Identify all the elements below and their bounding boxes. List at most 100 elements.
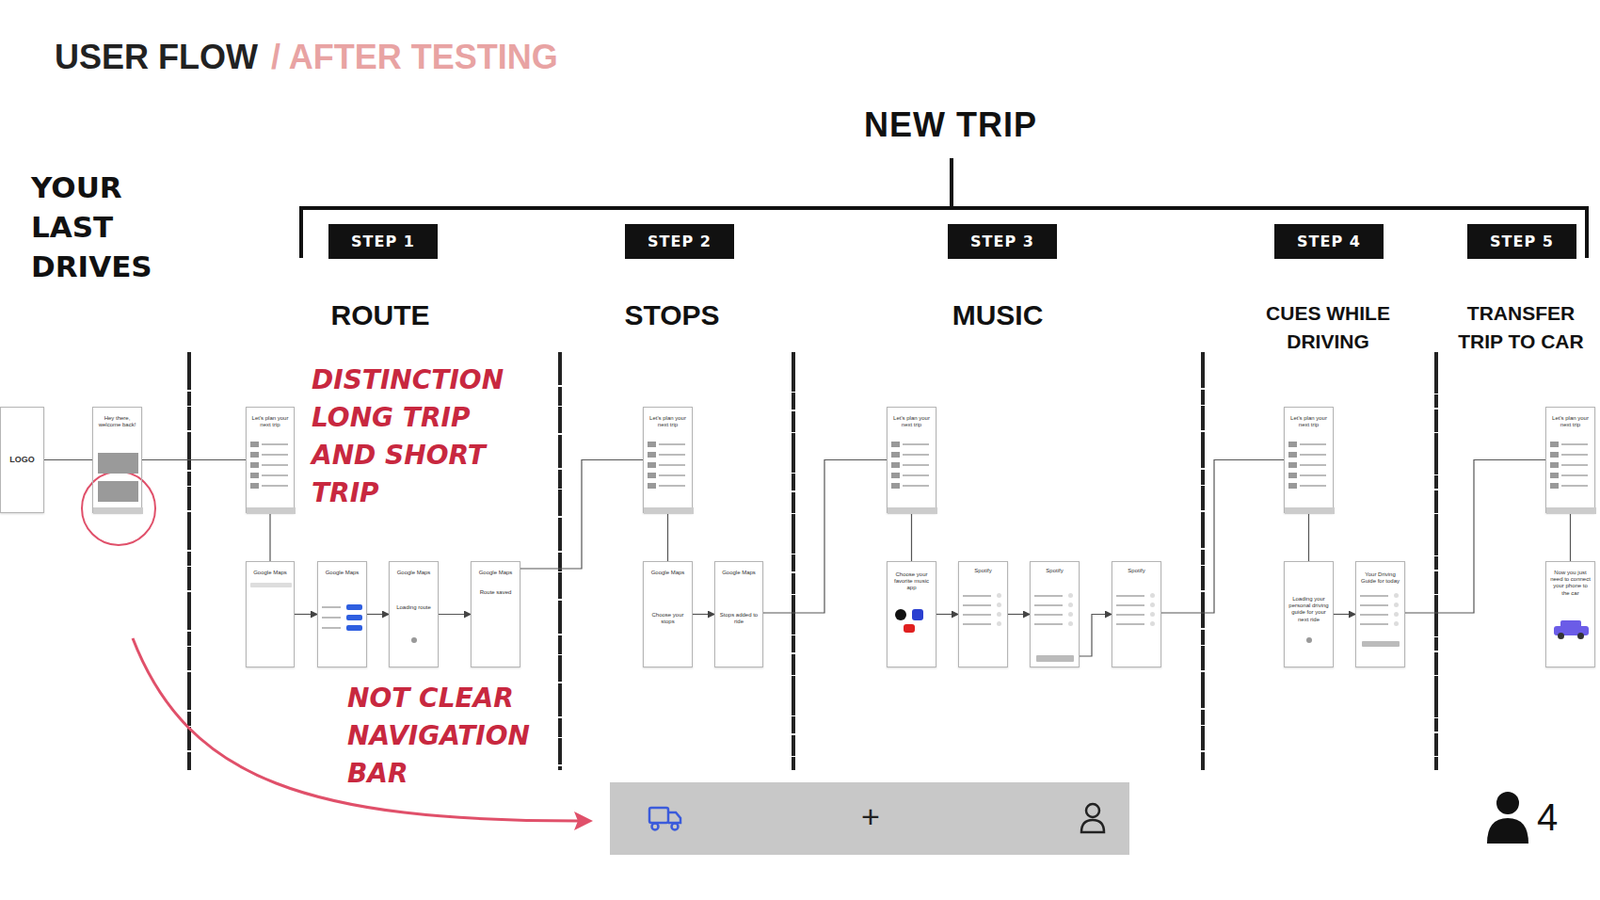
flow-connector <box>1333 613 1356 615</box>
label-wrap: + <box>851 798 890 835</box>
add-icon: + <box>851 798 890 835</box>
list-marker <box>891 462 900 468</box>
title-suffix: / AFTER TESTING <box>271 37 559 78</box>
flow-connector <box>1405 460 1546 614</box>
list-line <box>902 443 929 446</box>
section-heading: CUES WHILE DRIVING <box>1248 299 1408 356</box>
flow-connector <box>1008 613 1030 615</box>
navigation-bar <box>609 782 1130 855</box>
list-marker <box>891 441 900 448</box>
list-line <box>658 484 686 487</box>
user-count-head <box>1496 791 1520 815</box>
truck-wheel <box>652 823 659 831</box>
profile-icon <box>1081 803 1104 832</box>
list-line <box>1116 604 1145 607</box>
step-label: STEP 5 <box>1489 232 1554 251</box>
page-title: USER FLOW <box>54 37 258 78</box>
screen-wireframe: Hey there, welcome back! <box>92 406 143 513</box>
screen-heading: Let's plan your next trip <box>246 415 294 429</box>
screen-wireframe: Your Driving Guide for today <box>1355 560 1406 668</box>
list-line <box>1034 613 1063 616</box>
next-button <box>1036 655 1074 662</box>
list-line <box>902 464 929 466</box>
app-icon <box>903 624 915 633</box>
car-wheel <box>1577 632 1584 640</box>
list-marker <box>647 451 656 458</box>
list-line <box>1561 474 1588 477</box>
screen-wireframe: Google MapsRoute saved <box>470 560 521 668</box>
list-line <box>1299 474 1327 477</box>
flow-connector <box>911 512 912 561</box>
screen-heading: Spotify <box>959 567 1008 575</box>
list-line <box>1561 443 1588 446</box>
list-marker <box>891 472 900 479</box>
flow-connector <box>294 613 318 615</box>
truck-wheel <box>672 823 679 831</box>
label-wrap: NEW TRIP <box>809 105 1092 145</box>
radio-dot <box>1150 592 1155 598</box>
user-count: 4 <box>1536 796 1584 839</box>
screen-heading: Now you just need to connect your phone … <box>1546 569 1595 597</box>
truck-icon <box>649 807 681 831</box>
list-line <box>1360 594 1389 597</box>
section-heading: STOPS <box>568 299 776 332</box>
list-marker <box>1288 482 1297 489</box>
list-line <box>261 464 288 466</box>
screen-heading: Choose your favorite music app <box>887 571 936 592</box>
list-marker <box>1550 451 1559 458</box>
label-wrap: / AFTER TESTING <box>271 37 559 78</box>
radio-dot <box>1068 602 1073 608</box>
step-label: STEP 3 <box>970 232 1035 251</box>
profile-head <box>1086 803 1100 817</box>
bracket-stem <box>949 158 954 208</box>
list-line <box>962 604 992 607</box>
radio-dot <box>1068 611 1073 617</box>
list-line <box>962 594 992 597</box>
list-marker <box>647 462 656 468</box>
label-wrap: STOPS <box>568 299 776 332</box>
list-line <box>658 474 686 477</box>
card-placeholder <box>97 452 139 474</box>
select-button <box>346 614 363 621</box>
label-wrap: DISTINCTION LONG TRIP AND SHORT TRIP <box>311 361 538 512</box>
label-wrap: MUSIC <box>894 299 1102 332</box>
list-line <box>321 626 341 629</box>
list-marker <box>1288 472 1297 479</box>
list-line <box>1360 613 1389 616</box>
screen-heading: Google Maps <box>471 569 520 576</box>
list-line <box>962 623 992 625</box>
flow-connector <box>1161 460 1284 614</box>
handwritten-note: NOT CLEAR NAVIGATION BAR <box>347 679 560 793</box>
list-line <box>1299 443 1327 446</box>
list-line <box>1034 604 1063 607</box>
screen-tab-bar <box>93 507 144 514</box>
list-line <box>1116 594 1145 597</box>
list-marker <box>891 451 900 458</box>
radio-dot <box>1393 621 1399 626</box>
radio-dot <box>1150 621 1155 626</box>
list-line <box>1561 484 1588 487</box>
section-heading: ROUTE <box>276 299 484 332</box>
step-label: STEP 2 <box>647 232 712 251</box>
list-line <box>261 443 288 446</box>
radio-dot <box>996 602 1002 608</box>
list-line <box>1561 453 1588 456</box>
screen-wireframe: Choose your favorite music app <box>886 560 937 668</box>
section-divider <box>1434 352 1439 770</box>
list-marker <box>1288 441 1297 448</box>
list-marker <box>647 441 656 448</box>
list-line <box>1360 623 1389 625</box>
select-button <box>346 624 363 631</box>
flow-connector <box>1308 512 1310 561</box>
screen-tab-bar <box>887 507 938 514</box>
screen-heading: Your Driving Guide for today <box>1356 571 1405 585</box>
screen-heading: Google Maps <box>715 569 763 576</box>
user-count-body <box>1487 817 1529 844</box>
list-marker <box>250 482 259 489</box>
step-box: STEP 3 <box>947 224 1057 259</box>
list-marker <box>250 441 259 448</box>
screen-heading: Loading your personal driving guide for … <box>1284 595 1333 624</box>
new-trip-bracket <box>301 208 1587 258</box>
step-box: STEP 1 <box>328 224 438 259</box>
